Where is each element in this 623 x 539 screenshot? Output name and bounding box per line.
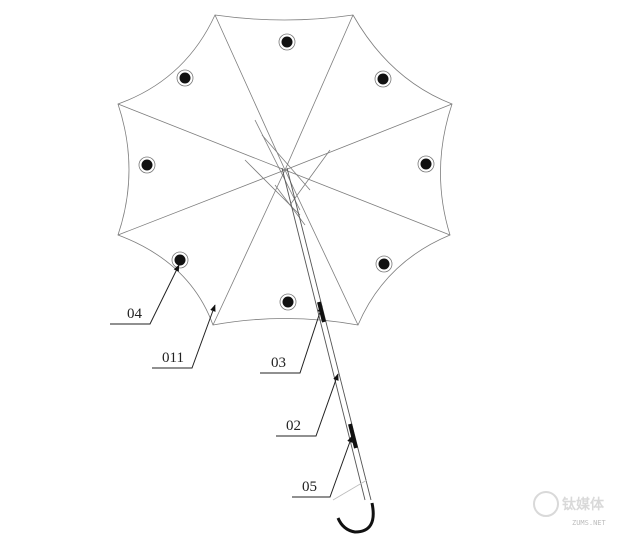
- watermark-text: 钛媒体: [562, 496, 605, 513]
- button-top: [278, 33, 296, 51]
- label-05: 05: [302, 479, 317, 495]
- watermark-logo-icon: [533, 491, 559, 517]
- watermark-url: ZUMS.NET: [572, 519, 607, 527]
- canopy-buttons: [138, 33, 435, 311]
- button-bottom: [279, 293, 297, 311]
- canopy-ribs: [117, 14, 453, 326]
- watermark: 钛媒体 ZUMS.NET: [533, 491, 607, 527]
- button-bottom-left: [171, 251, 189, 269]
- button-top-right: [374, 70, 392, 88]
- label-03: 03: [271, 355, 286, 371]
- grip-segment: [348, 423, 358, 449]
- button-top-left: [176, 69, 194, 87]
- button-right: [417, 155, 435, 173]
- button-bottom-right: [375, 255, 393, 273]
- button-left: [138, 156, 156, 174]
- handle-hook: [336, 502, 375, 534]
- leader-lines: [110, 264, 353, 498]
- label-04: 04: [127, 306, 143, 322]
- label-011: 011: [162, 350, 184, 366]
- label-02: 02: [286, 418, 301, 434]
- handle-guide: [332, 479, 368, 501]
- shaft: [281, 167, 372, 501]
